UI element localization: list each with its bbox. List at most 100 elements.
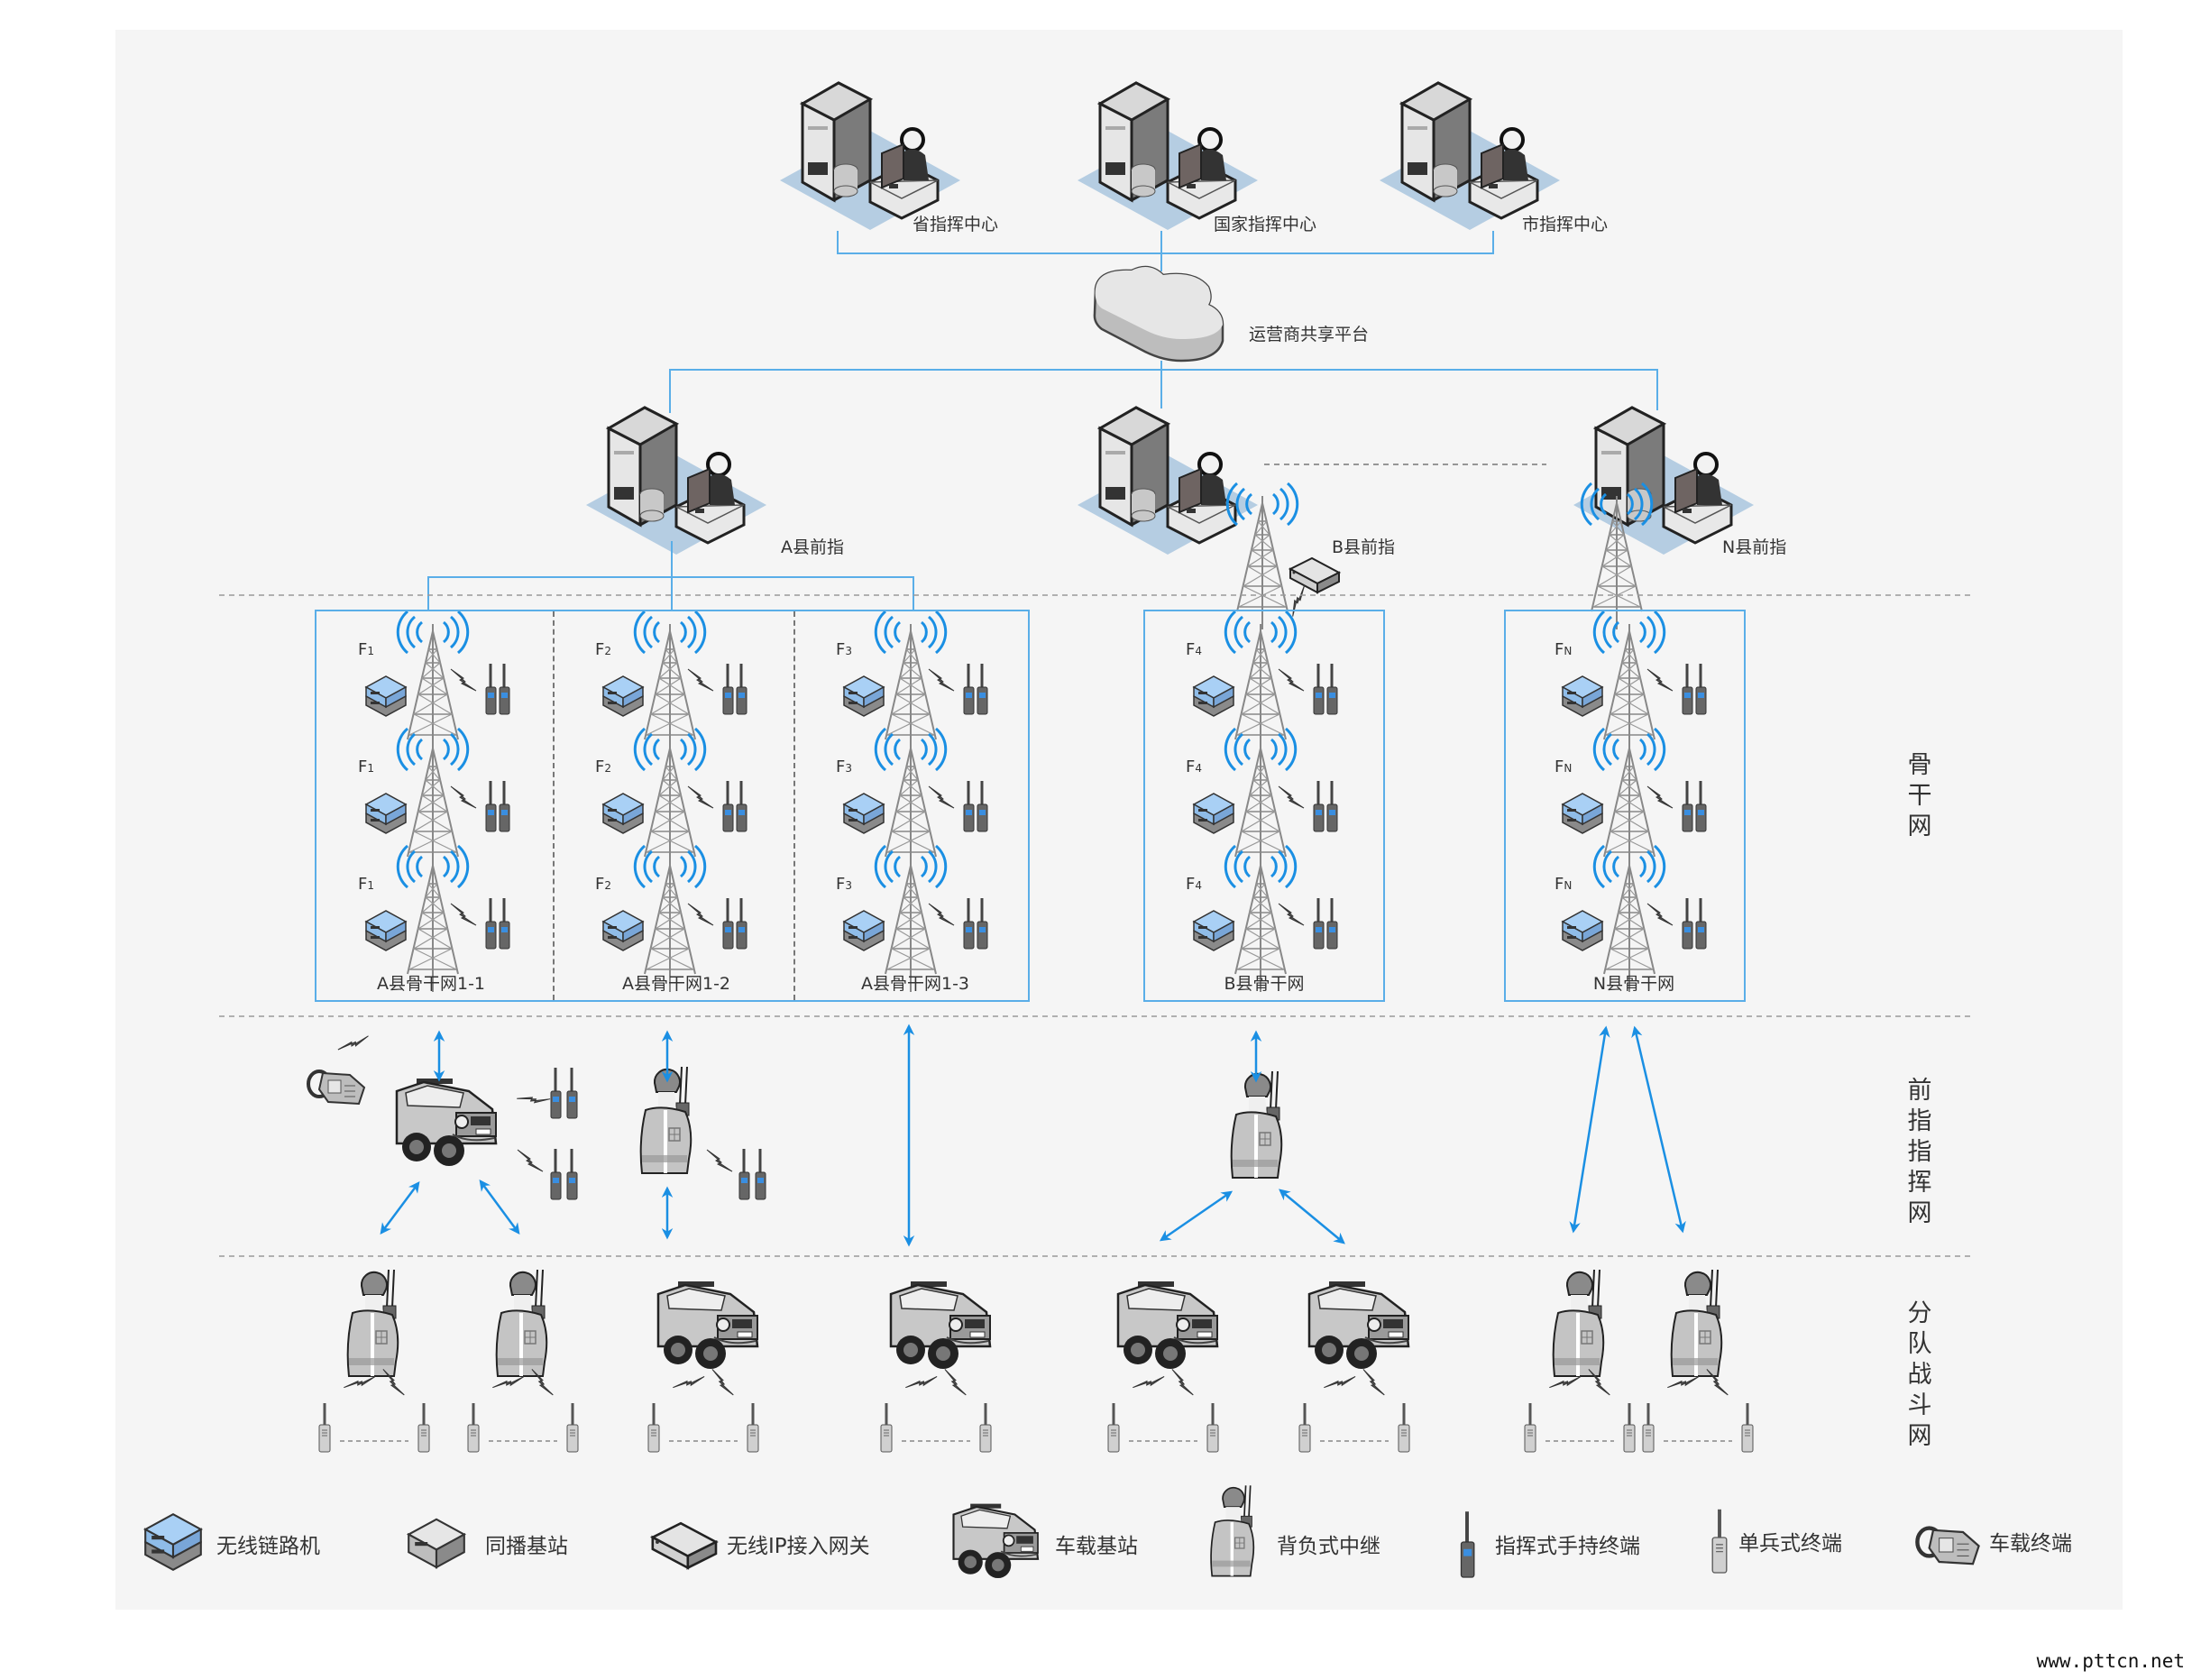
lightning-icon [337,1026,369,1060]
label-backbone-n: N县骨干网 [1592,974,1675,994]
command-handheld-icon[interactable] [754,1147,767,1201]
frequency-label: F2 [595,875,611,894]
label-provincial-center: 省指挥中心 [913,215,999,234]
frequency-label: F2 [595,757,611,776]
wireless-link-icon [144,1513,202,1571]
label-cloud: 运营商共享平台 [1249,325,1370,344]
soldier-terminal-icon [1710,1507,1729,1574]
command-handheld-icon[interactable] [549,1147,563,1201]
command-center-city[interactable] [1378,81,1562,232]
backpack-repeater-icon[interactable] [638,1065,693,1175]
command-handheld-icon[interactable] [565,1147,579,1201]
front-command-n[interactable] [1572,406,1756,631]
top-links [669,231,1658,413]
soldier-terminal-icon [417,1401,431,1454]
legend-label: 无线链路机 [216,1535,320,1558]
soldier-terminal-icon [1641,1401,1655,1454]
vehicle-base-station-icon[interactable] [395,1077,498,1168]
lightning-icon [904,1364,938,1400]
soldier-terminal-icon [1106,1401,1121,1454]
frequency-label: F1 [358,757,374,776]
legend-label: 背负式中继 [1277,1535,1380,1558]
cloud-icon [1093,265,1224,363]
soldier-terminal-icon [466,1401,481,1454]
backpack-repeater-icon [1209,1483,1256,1578]
vehicle-base-station-icon [1116,1280,1219,1371]
layer-label-command: 前指指挥网 [1907,1077,1932,1227]
arrow [479,1179,520,1235]
lightning-icon [708,1368,738,1396]
frequency-label: F3 [836,757,852,776]
squad-vehicle[interactable] [647,1280,760,1454]
frequency-label: F1 [358,640,374,659]
soldier-terminal-icon [978,1401,993,1454]
vehicle-base-station-icon [1307,1280,1410,1371]
frequency-label: F4 [1186,640,1202,659]
lightning-icon [672,1364,705,1400]
command-handheld-icon[interactable] [738,1147,751,1201]
lightning-icon [1323,1364,1356,1400]
soldier-terminal-icon [317,1401,332,1454]
arrow [1631,1025,1686,1234]
legend-item-soldier-terminal: 单兵式终端 [1729,1526,1842,1556]
squad-vehicle[interactable] [879,1280,993,1454]
soldier-terminal-icon [746,1401,760,1454]
workstation-icon [778,81,962,232]
frequency-label: F2 [595,640,611,659]
label-backbone-b: B县骨干网 [1224,974,1305,994]
front-command-a[interactable] [584,406,768,556]
soldier-terminal-icon [647,1401,661,1454]
lightning-icon [706,1149,733,1172]
command-handheld-icon[interactable] [565,1066,579,1120]
label-front-n: N县前指 [1722,537,1787,557]
lightning-icon [516,1081,551,1116]
squad-repeater[interactable] [1523,1268,1637,1454]
frequency-label: F4 [1186,875,1202,894]
command-center-provincial[interactable] [778,81,962,232]
command-layer [307,1026,1284,1201]
backpack-repeater-icon[interactable] [1229,1070,1284,1180]
legend-label: 指挥式手持终端 [1495,1535,1640,1558]
soldier-terminal-icon [1206,1401,1220,1454]
backbone-box-b [1143,610,1385,1002]
arrow [1159,1190,1234,1242]
gateway-icon [1289,557,1340,593]
a-backbone-links [427,541,914,610]
soldier-terminal-icon [1622,1401,1637,1454]
lightning-icon [1132,1364,1165,1400]
command-handheld-icon[interactable] [549,1066,563,1120]
label-backbone-a3: A县骨干网1-3 [860,974,970,994]
watermark: www.pttcn.net [2036,1650,2185,1672]
vehicle-base-station-icon [889,1280,992,1371]
squad-repeater[interactable] [317,1268,431,1454]
label-front-b: B县前指 [1332,537,1396,557]
backpack-repeater-icon [494,1268,549,1378]
vehicle-base-station-icon [952,1502,1040,1580]
front-command-b[interactable] [1076,406,1340,631]
workstation-icon [1378,81,1562,232]
backpack-repeater-icon [1551,1268,1606,1378]
soldier-terminal-icon [1397,1401,1411,1454]
workstation-icon [1572,406,1756,556]
vehicle-base-station-icon [656,1280,759,1371]
frequency-label: F4 [1186,757,1202,776]
squad-repeater[interactable] [466,1268,580,1454]
squad-vehicle[interactable] [1298,1280,1411,1454]
squad-vehicle[interactable] [1106,1280,1220,1454]
center-bus-link [837,231,1494,254]
legend-label: 车载终端 [1989,1532,2072,1556]
label-city-center: 市指挥中心 [1522,215,1609,234]
vehicle-terminal-icon[interactable] [307,1070,366,1106]
squad-repeater[interactable] [1641,1268,1755,1454]
label-backbone-a2: A县骨干网1-2 [621,974,731,994]
arrow [1569,1025,1610,1234]
legend-item-simulcast-base: 同播基站 [476,1529,568,1559]
frequency-label: F3 [836,640,852,659]
legend-item-wireless-link: 无线链路机 [207,1529,320,1559]
lightning-icon [517,1149,544,1172]
label-front-a: A县前指 [781,537,844,557]
command-center-national[interactable] [1076,81,1260,232]
legend-label: 同播基站 [485,1535,568,1558]
soldier-terminal-icon [879,1401,894,1454]
